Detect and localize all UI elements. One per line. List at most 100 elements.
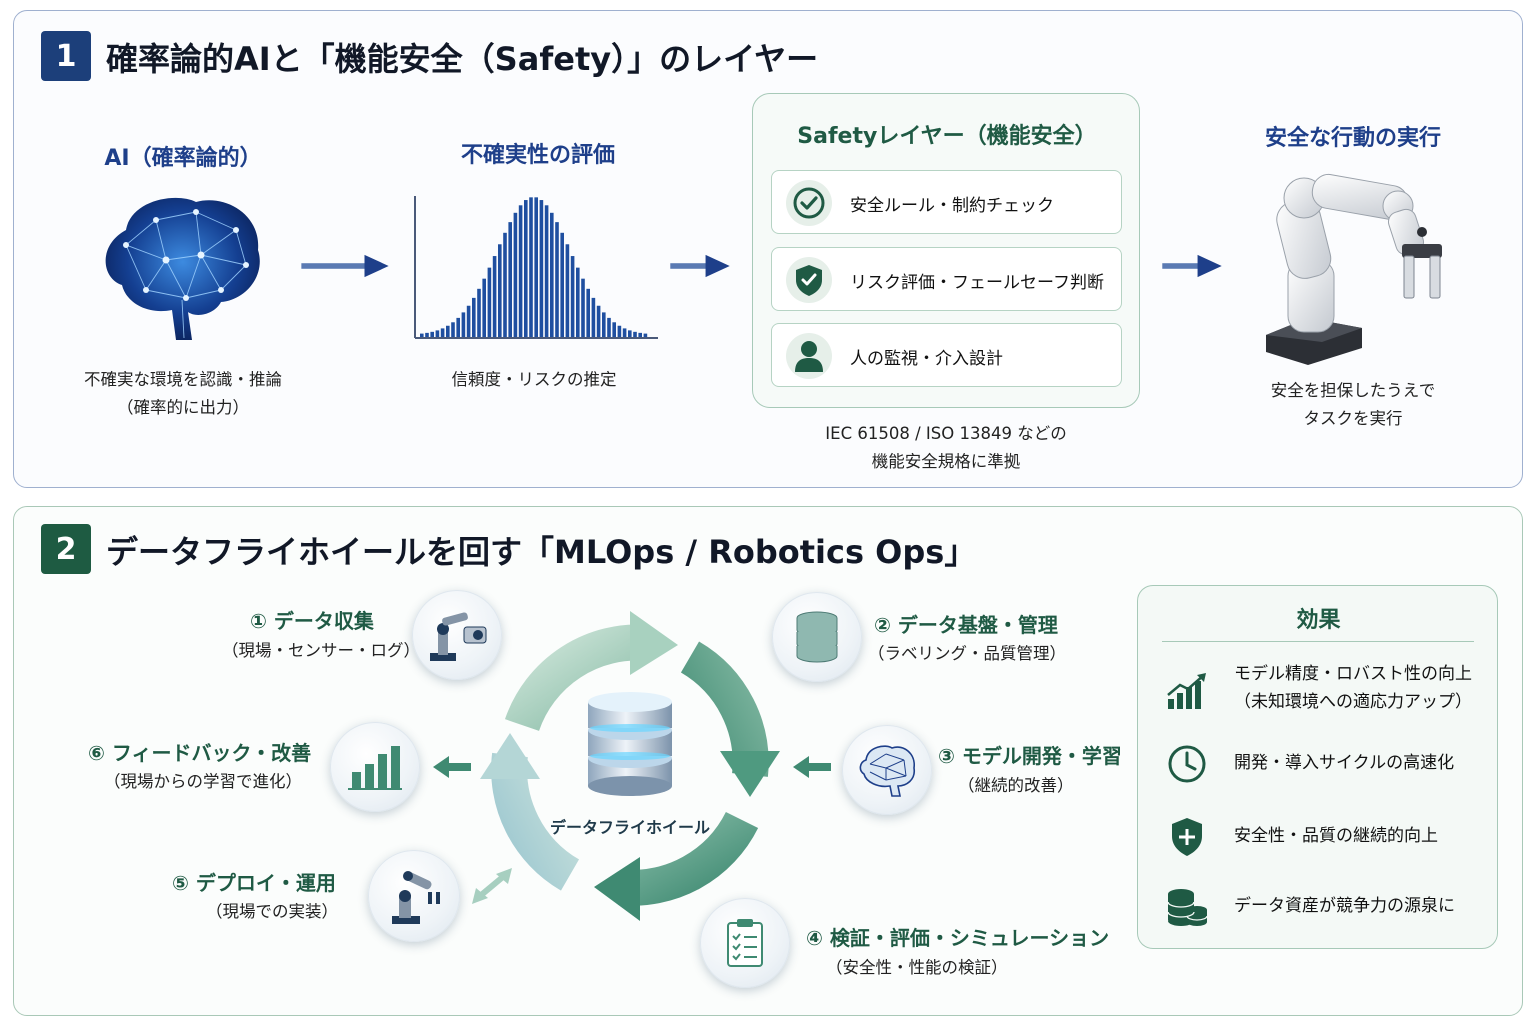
check-circle-icon xyxy=(786,180,832,226)
ai-caption-line2: （確率的に出力） xyxy=(117,398,249,417)
robot-arm-camera-icon xyxy=(412,590,502,680)
distribution-bar xyxy=(503,232,507,337)
step-1-title: ① データ収集 xyxy=(250,609,374,633)
effects-divider xyxy=(1162,641,1474,642)
safety-row-label: 安全ルール・制約チェック xyxy=(850,196,1054,216)
coins-stack-icon xyxy=(1162,882,1212,932)
distribution-bar xyxy=(446,325,450,337)
flywheel-center-label: データフライホイール xyxy=(549,818,710,837)
distribution-bar xyxy=(591,297,596,337)
robot-arm-icon xyxy=(368,850,460,942)
flow-arrow-3 xyxy=(1162,254,1222,278)
distribution-bar xyxy=(633,331,637,337)
effect-3-line1: 安全性・品質の継続的向上 xyxy=(1234,826,1438,846)
shield-icon xyxy=(786,257,832,303)
distribution-bar xyxy=(440,328,445,337)
distribution-bar xyxy=(425,332,429,337)
distribution-bar xyxy=(492,256,497,337)
execution-heading: 安全な行動の実行 xyxy=(1264,126,1441,151)
distribution-bar xyxy=(472,297,476,337)
distribution-bar xyxy=(617,325,622,337)
distribution-bar xyxy=(560,232,564,337)
distribution-bar xyxy=(513,212,518,337)
safety-row-risk: リスク評価・フェールセーフ判断 xyxy=(771,247,1122,311)
step-5-title: ⑤ デプロイ・運用 xyxy=(172,871,336,895)
clipboard-checklist-icon xyxy=(700,898,790,988)
uncertainty-distribution-chart xyxy=(414,196,658,339)
distribution-bar xyxy=(456,317,460,337)
section-2-number: 2 xyxy=(41,524,91,574)
safety-row-label: 人の監視・介入設計 xyxy=(850,349,1003,369)
bar-chart-icon xyxy=(330,722,420,812)
flow-arrow-2 xyxy=(670,254,730,278)
database-icon xyxy=(588,692,672,796)
distribution-bar xyxy=(570,256,575,337)
step-2-title: ② データ基盤・管理 xyxy=(874,613,1058,637)
distribution-bar xyxy=(612,322,616,337)
distribution-bar xyxy=(518,205,523,337)
distribution-bar xyxy=(451,322,455,337)
distribution-bar xyxy=(622,328,627,337)
ai-brain-icon xyxy=(105,197,260,340)
growth-chart-icon xyxy=(1162,666,1212,716)
distribution-bar xyxy=(466,305,471,337)
distribution-bar xyxy=(565,244,570,337)
distribution-bar xyxy=(581,278,585,337)
distribution-bar xyxy=(539,200,544,337)
step-6-title: ⑥ フィードバック・改善 xyxy=(88,741,312,765)
clock-icon xyxy=(1162,739,1212,789)
effects-heading: 効果 xyxy=(1296,608,1341,633)
distribution-bar xyxy=(544,205,549,337)
distribution-bar xyxy=(482,278,486,337)
distribution-bar xyxy=(550,212,554,337)
distribution-bar xyxy=(487,267,492,337)
distribution-bar xyxy=(602,312,606,337)
uncertainty-caption: 信頼度・リスクの推定 xyxy=(451,370,617,389)
distribution-bar xyxy=(420,333,424,337)
uncertainty-heading: 不確実性の評価 xyxy=(460,143,615,168)
section-2-title: データフライホイールを回す「MLOps / Robotics Ops」 xyxy=(106,533,977,571)
section-1-number: 1 xyxy=(41,31,91,81)
effect-1-line1: モデル精度・ロバスト性の向上 xyxy=(1234,664,1472,684)
distribution-bar xyxy=(576,267,580,337)
shield-plus-icon xyxy=(1162,812,1212,862)
step-1-caption: （現場・センサー・ログ） xyxy=(222,641,420,660)
effect-2-line1: 開発・導入サイクルの高速化 xyxy=(1234,753,1455,773)
brain-icon xyxy=(842,725,932,815)
safety-standard-note-line1: IEC 61508 / ISO 13849 などの xyxy=(825,424,1067,443)
distribution-bar xyxy=(508,222,512,337)
safety-row-human: 人の監視・介入設計 xyxy=(771,323,1122,387)
effects-box: 効果 モデル精度・ロバスト性の向上 （未知環境への適応力アップ） 開発・導入サイ… xyxy=(1137,585,1498,949)
distribution-bar xyxy=(607,317,611,337)
distribution-bar xyxy=(430,331,434,337)
safety-standard-note-line2: 機能安全規格に準拠 xyxy=(871,452,1021,471)
step-4-title: ④ 検証・評価・シミュレーション xyxy=(806,926,1110,950)
database-icon xyxy=(772,592,862,682)
step-6-arrow xyxy=(433,756,471,778)
distribution-bar xyxy=(477,288,481,337)
distribution-bar xyxy=(596,305,601,337)
distribution-bar xyxy=(524,200,528,337)
step-6-caption: （現場からの学習で進化） xyxy=(104,772,302,791)
distribution-bar xyxy=(498,244,502,337)
effect-4-line1: データ資産が競争力の源泉に xyxy=(1234,896,1455,916)
flywheel-ring xyxy=(480,611,780,921)
flow-arrow-1 xyxy=(301,254,389,278)
execution-caption-line2: タスクを実行 xyxy=(1303,409,1403,428)
effect-1-line2: （未知環境への適応力アップ） xyxy=(1234,692,1472,712)
step-3-arrow xyxy=(793,756,831,778)
distribution-bar xyxy=(643,333,648,337)
step-5-bidirectional-arrow xyxy=(472,868,512,904)
distribution-bar xyxy=(529,197,533,337)
distribution-bar xyxy=(534,197,538,337)
distribution-bar xyxy=(555,222,559,337)
person-icon xyxy=(786,333,832,379)
distribution-bar xyxy=(638,332,642,337)
robot-arm-icon xyxy=(1266,173,1442,365)
distribution-bar xyxy=(435,330,440,337)
distribution-bar xyxy=(461,312,466,337)
step-2-caption: （ラベリング・品質管理） xyxy=(868,644,1066,663)
ai-heading: AI（確率論的） xyxy=(104,146,262,171)
safety-heading: Safetyレイヤー（機能安全） xyxy=(797,124,1097,149)
section-1-title: 確率論的AIと「機能安全（Safety）」のレイヤー xyxy=(106,40,819,78)
